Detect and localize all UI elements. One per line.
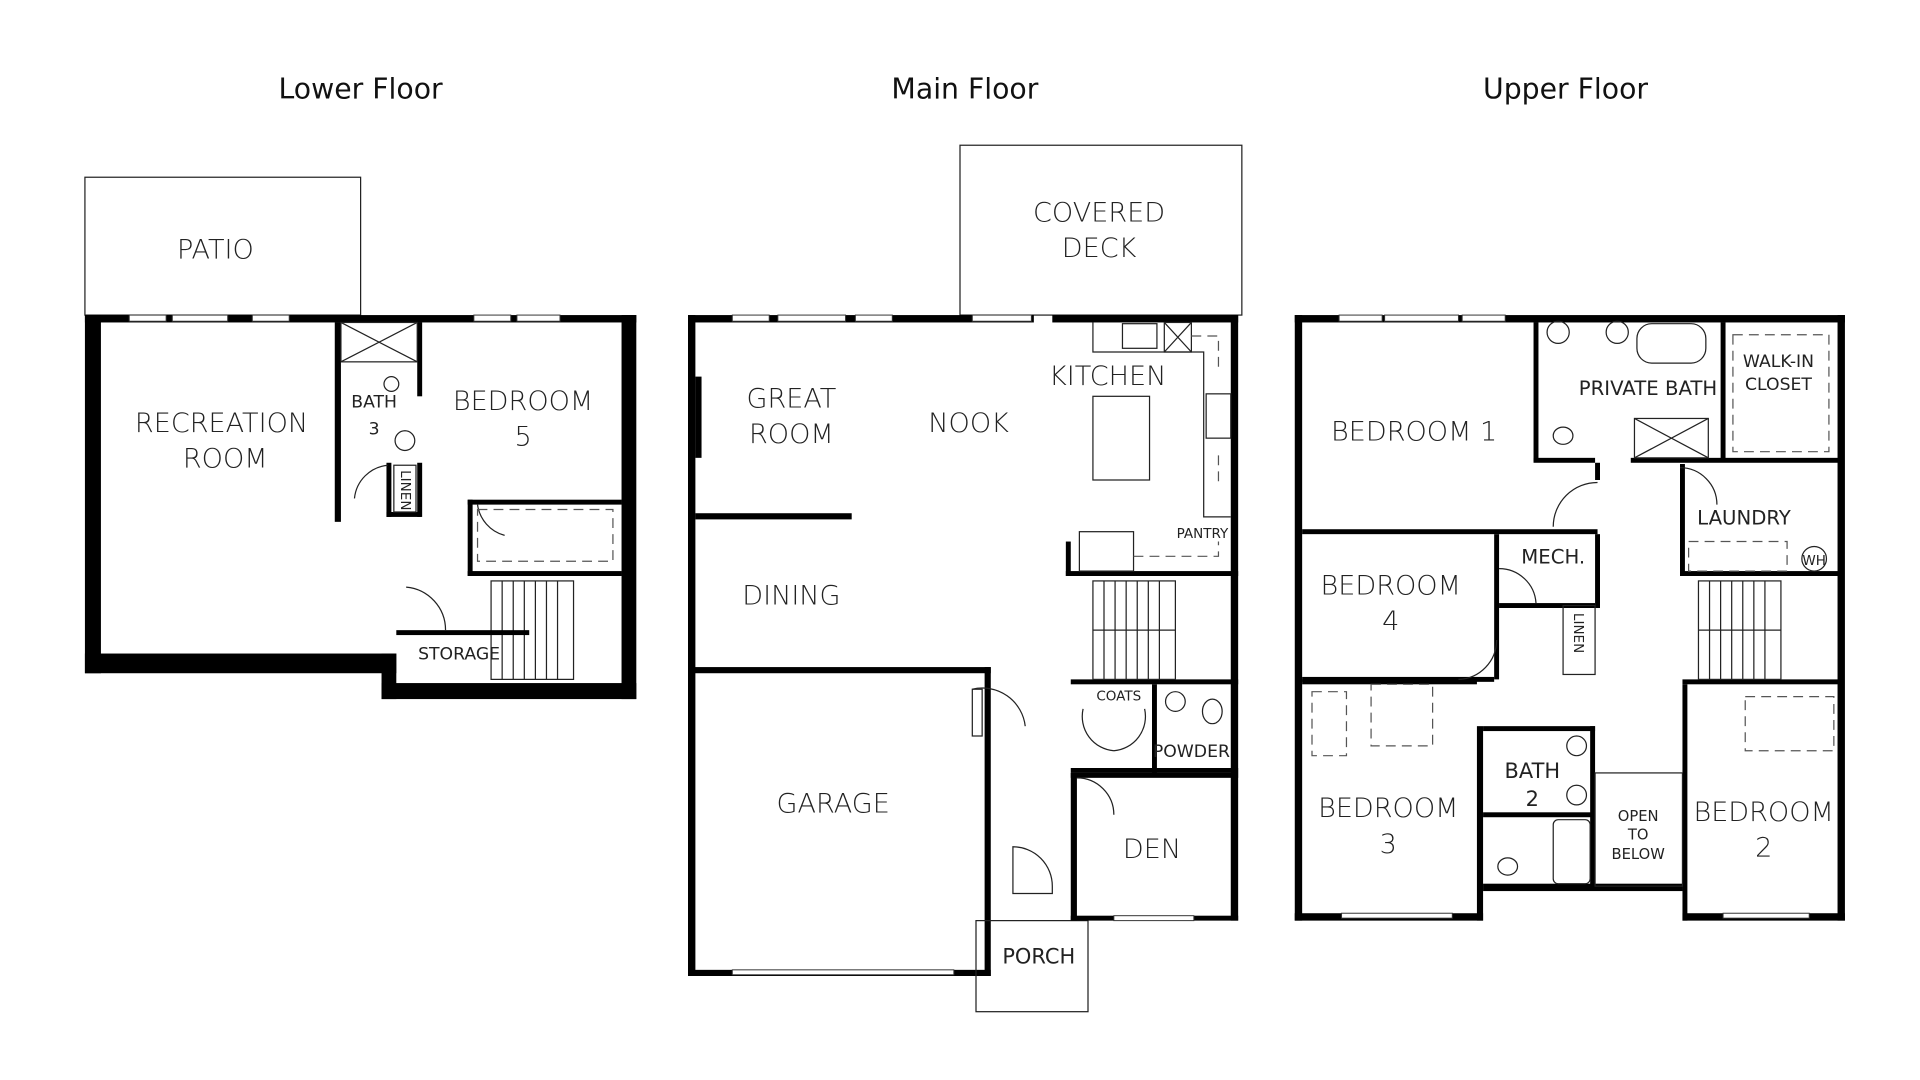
main-floor-plan: COVERED DECK GREAT ROOM NOOK KITCHEN PAN… xyxy=(688,144,1243,1013)
room-garage: GARAGE xyxy=(777,788,890,819)
room-nook: NOOK xyxy=(928,408,1009,439)
room-recreation: RECREATION xyxy=(135,408,308,439)
room-pantry: PANTRY xyxy=(1177,526,1229,542)
water-heater-label: WH xyxy=(1802,553,1826,569)
room-kitchen: KITCHEN xyxy=(1049,361,1166,392)
open-to-below-line2: TO xyxy=(1627,826,1649,843)
main-stairs xyxy=(1092,580,1176,680)
room-bedroom-5-number: 5 xyxy=(514,422,531,453)
room-bedroom-1: BEDROOM 1 xyxy=(1331,417,1497,448)
room-bedroom-2-number: 2 xyxy=(1755,833,1772,864)
room-walk-in-closet-line2: CLOSET xyxy=(1745,375,1812,395)
room-porch: PORCH xyxy=(1002,945,1075,969)
room-patio: PATIO xyxy=(177,234,254,265)
closet-linen-upper: LINEN xyxy=(1570,613,1586,653)
covered-deck-outline xyxy=(959,144,1243,316)
upper-floor-title: Upper Floor xyxy=(1483,72,1648,105)
room-walk-in-closet: WALK-IN xyxy=(1743,352,1814,372)
room-bedroom-5: BEDROOM xyxy=(453,386,593,417)
lower-floor-plan: PATIO RECREATION ROOM BATH 3 BEDROOM 5 L… xyxy=(84,176,637,700)
room-bath-2: BATH xyxy=(1505,759,1561,783)
room-bath-3-number: 3 xyxy=(369,419,380,439)
main-floor-title: Main Floor xyxy=(891,72,1038,105)
room-bedroom-4: BEDROOM xyxy=(1321,570,1461,601)
room-bath-3: BATH xyxy=(351,392,397,412)
open-to-below: OPEN xyxy=(1618,808,1659,825)
upper-floor-plan: BEDROOM 1 PRIVATE BATH WALK-IN CLOSET LA… xyxy=(1294,314,1845,921)
room-bedroom-4-number: 4 xyxy=(1382,606,1399,637)
room-bedroom-3: BEDROOM xyxy=(1318,793,1458,824)
porch-outline xyxy=(975,920,1089,1013)
kitchen-island xyxy=(1092,395,1151,481)
room-laundry: LAUNDRY xyxy=(1697,506,1792,529)
room-dining: DINING xyxy=(742,580,840,611)
closet-coats: COATS xyxy=(1096,688,1141,704)
room-powder: POWDER xyxy=(1153,742,1230,762)
room-den: DEN xyxy=(1123,834,1181,865)
room-covered-deck: COVERED xyxy=(1033,198,1165,229)
closet-linen: LINEN xyxy=(397,470,413,510)
room-great-room: GREAT xyxy=(746,383,836,414)
lower-floor-title: Lower Floor xyxy=(279,72,444,105)
room-great-room-line2: ROOM xyxy=(749,419,834,450)
room-bedroom-3-number: 3 xyxy=(1380,829,1397,860)
room-covered-deck-line2: DECK xyxy=(1062,233,1137,264)
upper-stairs xyxy=(1697,580,1782,680)
open-to-below-line3: BELOW xyxy=(1611,846,1665,863)
room-bedroom-2: BEDROOM xyxy=(1693,797,1833,828)
room-private-bath: PRIVATE BATH xyxy=(1579,377,1718,400)
room-bath-2-number: 2 xyxy=(1526,787,1539,811)
room-recreation-line2: ROOM xyxy=(183,444,268,475)
room-mech: MECH. xyxy=(1521,546,1585,569)
room-storage: STORAGE xyxy=(418,645,500,665)
